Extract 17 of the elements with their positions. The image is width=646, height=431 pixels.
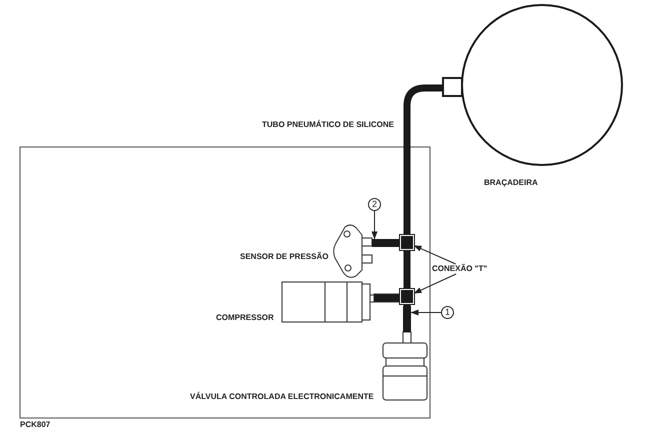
t-connector bbox=[400, 289, 414, 304]
callout-number: 2 bbox=[368, 198, 381, 211]
part-label: SENSOR DE PRESSÃO bbox=[240, 252, 328, 262]
part-label: COMPRESSOR bbox=[216, 313, 274, 323]
leader-arrow bbox=[414, 245, 456, 264]
callout-number: 1 bbox=[441, 306, 454, 319]
leader-arrow bbox=[414, 274, 457, 294]
tube-segment bbox=[372, 239, 400, 247]
part-label: CONEXÃO "T" bbox=[432, 264, 488, 274]
tube-segment bbox=[403, 306, 411, 332]
part-label: TUBO PNEUMÁTICO DE SILICONE bbox=[262, 120, 394, 130]
figure-code: PCK807 bbox=[20, 420, 50, 430]
leader-arrow bbox=[410, 310, 442, 316]
leader-arrow bbox=[372, 210, 378, 240]
part-label: BRAÇADEIRA bbox=[484, 178, 538, 188]
t-connector bbox=[400, 235, 414, 250]
part-label: VÁLVULA CONTROLADA ELECTRONICAMENTE bbox=[190, 392, 374, 402]
